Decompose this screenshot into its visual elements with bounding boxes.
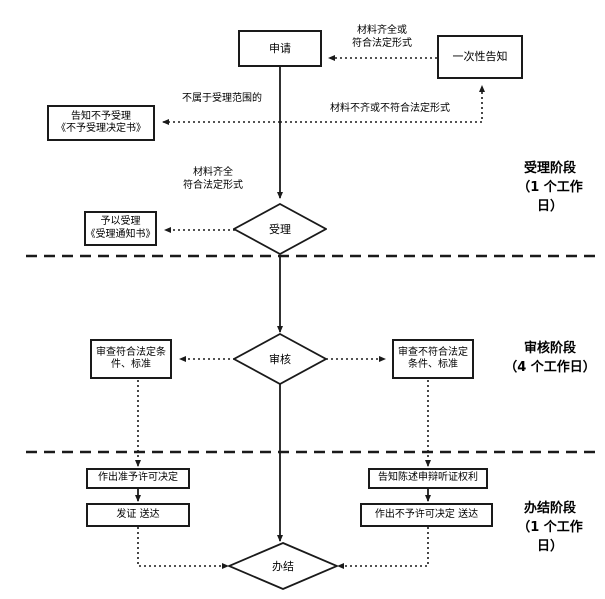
node-apply[interactable]: 申请 — [238, 30, 322, 67]
edge-label-materials-complete-line1: 材料齐全 — [193, 167, 233, 178]
node-notify-rights[interactable]: 告知陈述申辩听证权利 — [368, 468, 488, 489]
edge-disapprove-to-complete — [337, 527, 429, 569]
node-accept-decision-label: 受理 — [269, 223, 291, 236]
accept-diamond-shape — [233, 203, 327, 255]
node-disapprove-decision-label: 作出不予许可决定 送达 — [374, 508, 479, 520]
node-reject-acceptance-line1: 告知不予受理 — [71, 110, 131, 122]
stage-label-review-line1: 审核阶段 — [523, 341, 576, 356]
stage-label-review: 审核阶段 （4 个工作日） — [498, 340, 602, 378]
node-approve-decision-label: 作出准予许可决定 — [98, 472, 178, 484]
node-review-decision[interactable]: 审核 — [233, 333, 327, 385]
node-disapprove-decision[interactable]: 作出不予许可决定 送达 — [360, 503, 493, 527]
stage-label-acceptance-line3: 日） — [536, 198, 563, 214]
node-review-pass-line1: 审查符合法定条 — [96, 346, 166, 358]
edge-label-materials-complete-or-legal-line2: 符合法定形式 — [352, 38, 412, 49]
stage-label-completion-line3: 日） — [536, 538, 563, 554]
node-grant-acceptance[interactable]: 予以受理 《受理通知书》 — [84, 211, 157, 246]
node-review-decision-label: 审核 — [269, 353, 291, 366]
edge-label-materials-complete-or-legal-line1: 材料齐全或 — [357, 25, 407, 36]
node-one-time-notice[interactable]: 一次性告知 — [437, 35, 523, 79]
stage-label-acceptance: 受理阶段 （1 个工作 日） — [505, 160, 595, 217]
node-approve-decision[interactable]: 作出准予许可决定 — [86, 468, 190, 489]
node-grant-acceptance-line2: 《受理通知书》 — [85, 228, 156, 240]
edge-label-out-of-scope-line1: 不属于受理范围的 — [182, 93, 262, 104]
node-complete-label: 办结 — [272, 560, 294, 573]
edge-label-materials-complete-or-legal: 材料齐全或 符合法定形式 — [328, 24, 436, 50]
node-complete[interactable]: 办结 — [228, 542, 338, 590]
stage-label-completion-line2: （1 个工作 — [517, 519, 583, 535]
node-accept-decision[interactable]: 受理 — [233, 203, 327, 255]
node-review-pass[interactable]: 审查符合法定条 件、标准 — [90, 339, 172, 379]
stage-label-completion-line1: 办结阶段 — [523, 501, 576, 516]
stage-label-review-line2: （4 个工作日） — [504, 359, 596, 375]
node-reject-acceptance[interactable]: 告知不予受理 《不予受理决定书》 — [47, 105, 155, 141]
edge-incomplete-to-notice — [280, 85, 485, 123]
edge-label-materials-complete-line2: 符合法定形式 — [183, 180, 243, 191]
review-diamond-shape — [233, 333, 327, 385]
edge-label-materials-incomplete-line1: 材料不齐或不符合法定形式 — [330, 103, 450, 114]
stage-label-completion: 办结阶段 （1 个工作 日） — [505, 500, 595, 557]
node-one-time-notice-label: 一次性告知 — [452, 50, 508, 64]
node-notify-rights-label: 告知陈述申辩听证权利 — [378, 472, 478, 484]
node-review-pass-line2: 件、标准 — [111, 359, 151, 370]
edge-label-materials-complete: 材料齐全 符合法定形式 — [158, 166, 268, 192]
node-review-fail-line1: 审查不符合法定 — [398, 346, 468, 358]
stage-label-acceptance-line1: 受理阶段 — [523, 161, 576, 176]
complete-diamond-shape — [228, 542, 338, 590]
edge-label-materials-incomplete: 材料不齐或不符合法定形式 — [300, 102, 480, 115]
stage-label-acceptance-line2: （1 个工作 — [517, 179, 583, 195]
node-issue-deliver[interactable]: 发证 送达 — [86, 503, 190, 527]
node-reject-acceptance-line2: 《不予受理决定书》 — [56, 123, 146, 134]
node-grant-acceptance-line1: 予以受理 — [100, 216, 141, 227]
node-review-fail-line2: 条件、标准 — [408, 359, 458, 370]
node-issue-deliver-label: 发证 送达 — [116, 508, 160, 520]
node-apply-label: 申请 — [269, 41, 291, 55]
edge-label-out-of-scope: 不属于受理范围的 — [163, 92, 281, 105]
edge-issue-to-complete — [137, 527, 229, 569]
node-review-fail[interactable]: 审查不符合法定 条件、标准 — [392, 339, 474, 379]
